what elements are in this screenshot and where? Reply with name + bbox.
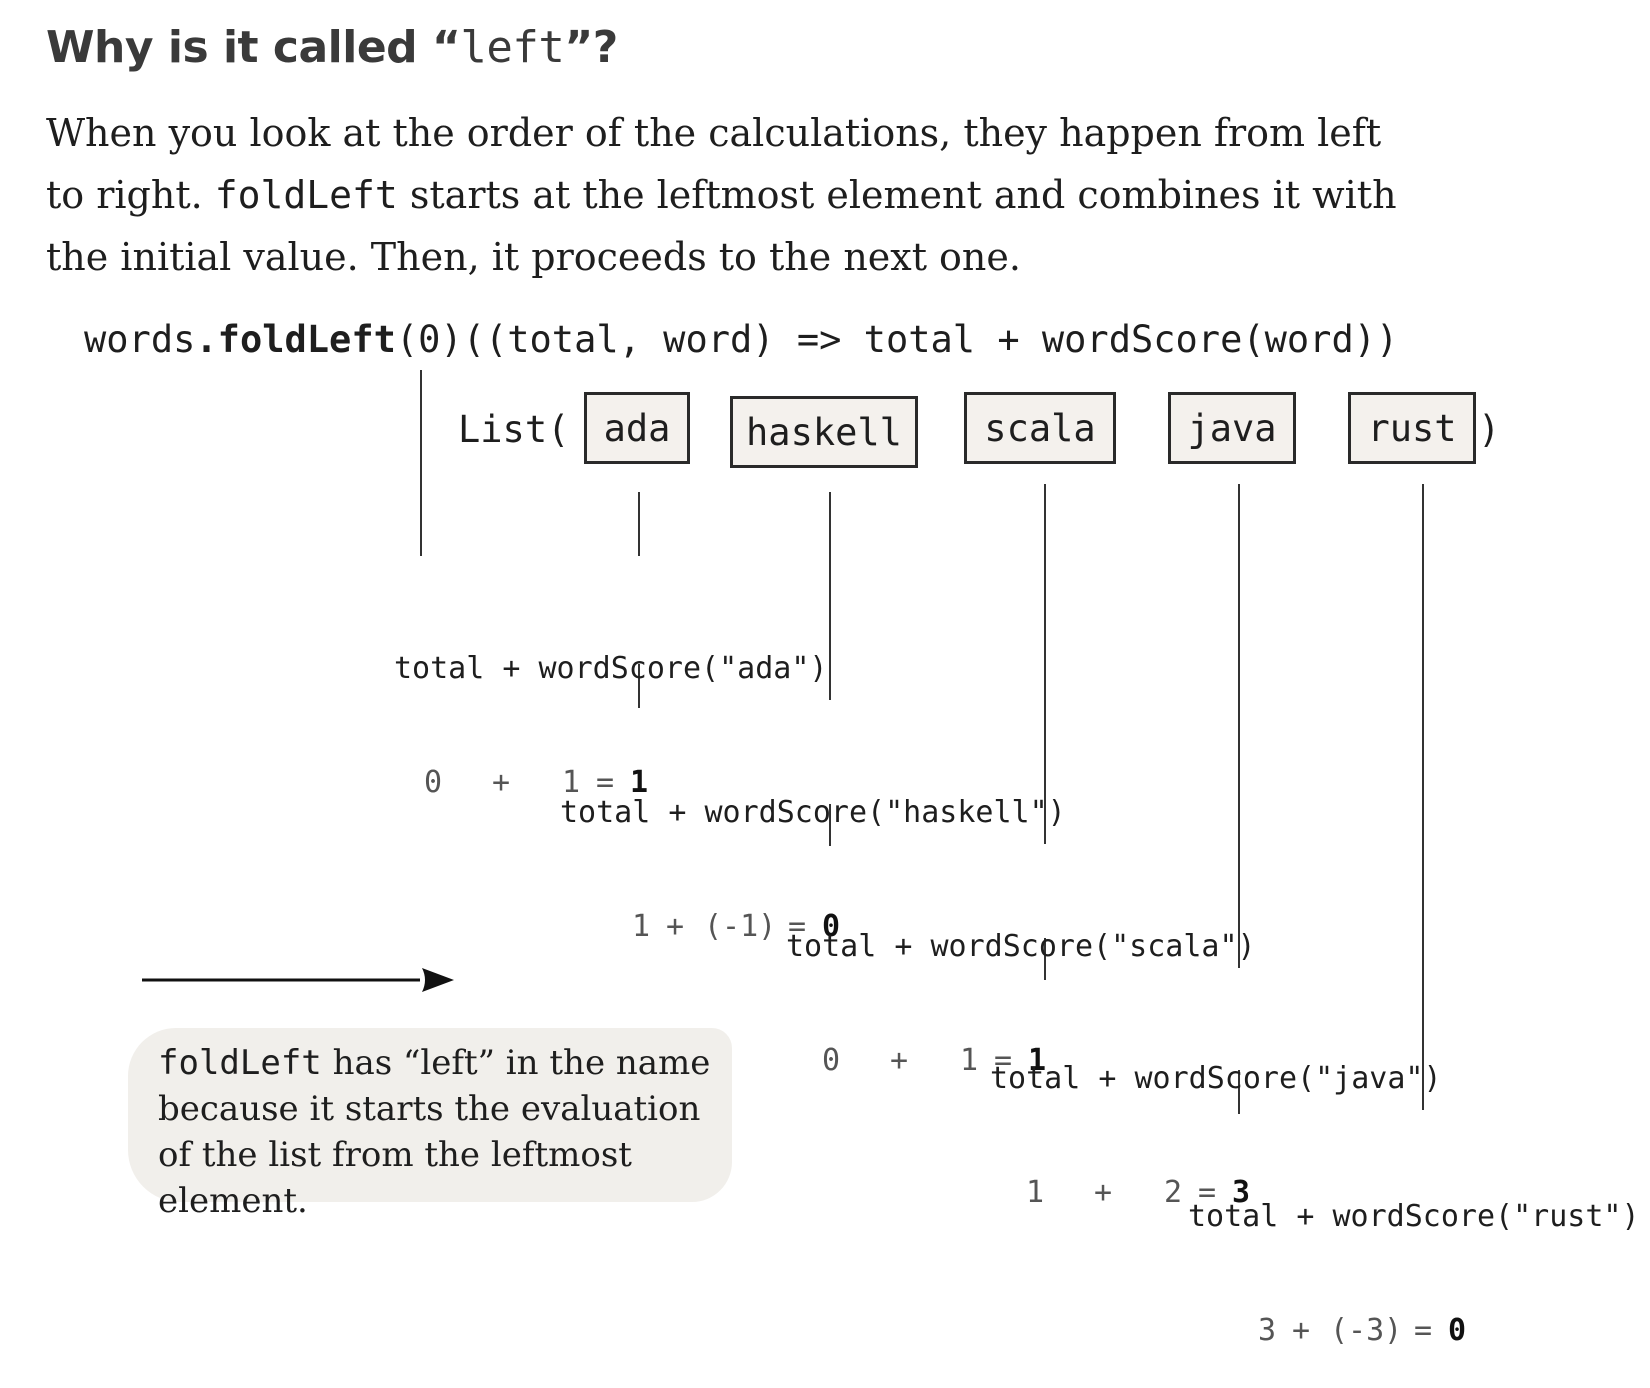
accumulator-line-2 (829, 804, 831, 846)
list-item-java: java (1168, 392, 1296, 464)
step-result: 1 (630, 765, 649, 800)
title-suffix: ”? (564, 22, 618, 73)
step-calculation: 1+2=3 (1026, 1175, 1251, 1210)
note-text: foldLeft has “left” in the name because … (158, 1040, 738, 1224)
step-scala: total + wordScore("scala") 0+1=1 (786, 852, 1256, 1118)
step-haskell: total + wordScore("haskell") 1+(-1)=0 (560, 718, 1066, 984)
java-line (1238, 484, 1240, 968)
step-expression: total + wordScore("rust") (1188, 1199, 1640, 1234)
paragraph-code: foldLeft (214, 173, 398, 217)
step-expression: total + wordScore("java") (990, 1061, 1442, 1096)
code-method: .foldLeft (195, 318, 396, 361)
right-arrow-icon (142, 968, 454, 992)
step-calculation: 0+1=1 (822, 1043, 1047, 1078)
list-item-scala: scala (964, 392, 1116, 464)
rust-line (1422, 484, 1424, 1110)
step-result: 0 (822, 909, 841, 944)
title-code: left (460, 22, 565, 73)
step-expression: total + wordScore("ada") (394, 651, 828, 686)
step-expression: total + wordScore("scala") (786, 929, 1256, 964)
haskell-line (829, 492, 831, 700)
paragraph-text-1: When you look at the order of the calcul… (46, 111, 1382, 217)
step-expression: total + wordScore("haskell") (560, 795, 1066, 830)
list-open: List( (458, 408, 570, 451)
step-rust: total + wordScore("rust") 3+(-3)=0 (1188, 1122, 1640, 1388)
code-args: (0)((total, word) => total + wordScore(w… (395, 318, 1399, 361)
step-result: 3 (1232, 1175, 1251, 1210)
note-bubble (128, 1028, 732, 1202)
accumulator-line-4 (1238, 1070, 1240, 1114)
code-prefix: words (84, 318, 196, 361)
paragraph-text-2: starts at the leftmost element and combi… (46, 173, 1397, 279)
page-title: Why is it called “left”? (46, 22, 618, 73)
fold-code-line: words.foldLeft(0)((total, word) => total… (84, 318, 1398, 361)
intro-paragraph: When you look at the order of the calcul… (46, 102, 1426, 288)
ada-line (638, 492, 640, 556)
step-calculation: 0+1=1 (424, 765, 649, 800)
step-ada: total + wordScore("ada") 0+1=1 (394, 574, 827, 840)
list-item-ada: ada (584, 392, 690, 464)
note-code: foldLeft (158, 1043, 322, 1083)
step-calculation: 1+(-1)=0 (632, 909, 841, 944)
list-item-haskell: haskell (730, 396, 918, 468)
list-close: ) (1478, 408, 1501, 451)
step-result: 1 (1028, 1043, 1047, 1078)
step-java: total + wordScore("java") 1+2=3 (990, 984, 1442, 1250)
scala-line (1044, 484, 1046, 844)
accumulator-line-3 (1044, 938, 1046, 980)
list-item-rust: rust (1348, 392, 1476, 464)
step-calculation: 3+(-3)=0 (1258, 1313, 1467, 1348)
step-result: 0 (1448, 1313, 1467, 1348)
accumulator-line-1 (638, 664, 640, 708)
note-body: has “left” in the name because it starts… (158, 1043, 711, 1221)
initial-value-line (420, 370, 422, 556)
title-prefix: Why is it called “ (46, 22, 461, 73)
